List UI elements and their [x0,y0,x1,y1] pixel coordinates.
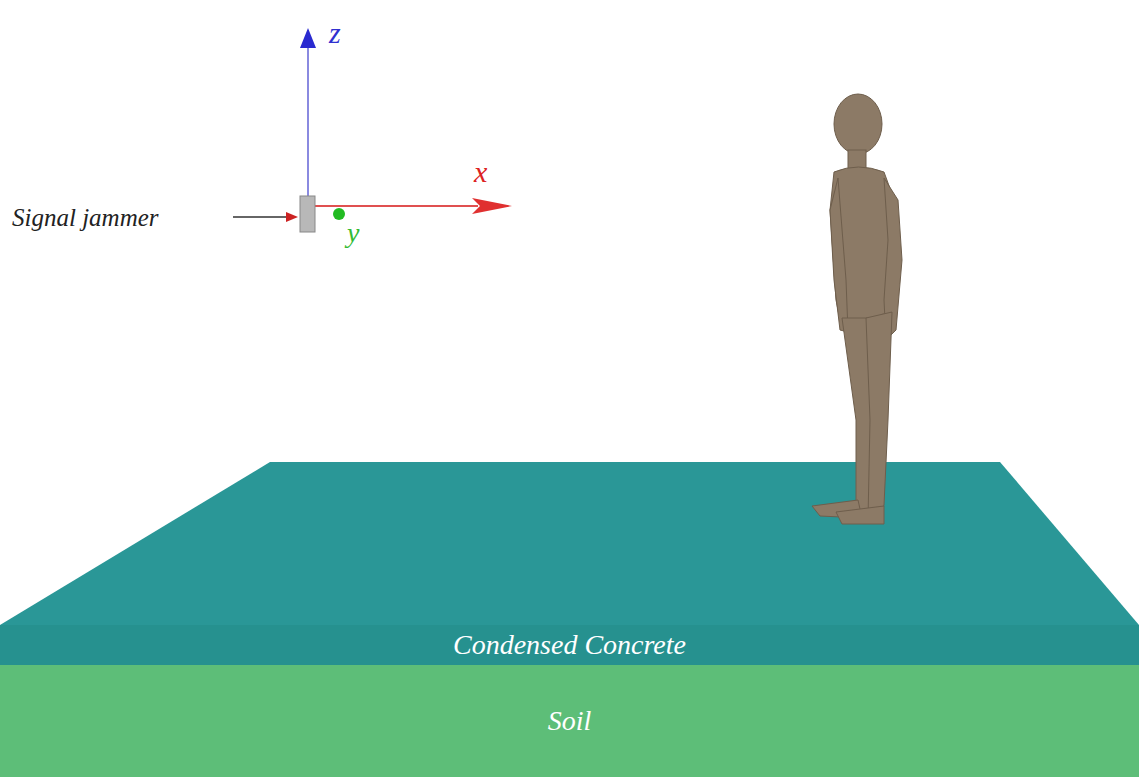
human-figure [812,94,902,524]
axis-label: y [347,219,359,247]
leader-line [233,216,288,218]
signal-jammer [300,196,315,232]
x-arrowhead [472,198,512,214]
concrete-band: Condensed Concrete [0,625,1139,665]
soil-band: Soil [0,665,1139,777]
band-label: Soil [548,705,592,737]
z-axis [307,44,309,206]
x-axis [308,205,478,207]
concrete-top-surface [0,462,1139,625]
leader-arrowhead [286,212,298,222]
z-arrowhead [300,28,316,48]
y-axis-dot [333,208,345,220]
axis-label: x [474,157,487,187]
axis-label: z [329,18,341,48]
band-label: Condensed Concrete [453,629,686,661]
jammer-label: Signal jammer [12,205,159,230]
